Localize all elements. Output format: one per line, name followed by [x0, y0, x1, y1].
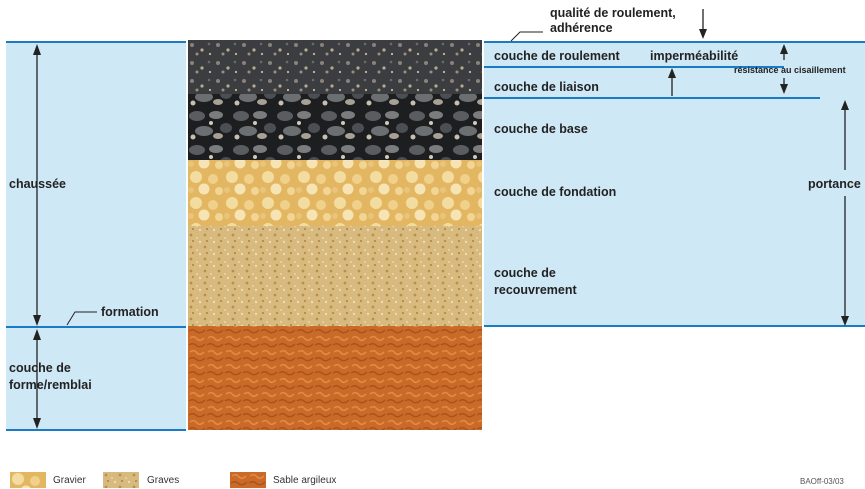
formation-pointer: [66, 311, 97, 326]
qualite-arrow: [699, 9, 707, 39]
left-panel: [6, 42, 186, 430]
couche-forme-arrow: [33, 329, 41, 429]
label-couche-liaison: couche de liaison: [494, 80, 599, 94]
legend-label-sable: Sable argileux: [273, 475, 337, 486]
legend-label-graves: Graves: [147, 475, 180, 486]
left-formation-line: [6, 326, 186, 328]
label-couche-forme: couche de forme/remblai: [9, 361, 92, 392]
liaison-line: [484, 97, 820, 99]
label-portance: portance: [808, 177, 861, 191]
left-bottom-line: [6, 429, 186, 431]
label-couche-base: couche de base: [494, 122, 588, 136]
legend-swatch-graves: [103, 472, 139, 488]
legend-label-gravier: Gravier: [53, 475, 86, 486]
portance-arrow: [841, 100, 849, 326]
label-qualite: qualité de roulement, adhérence: [550, 6, 676, 35]
roulement-line: [484, 66, 784, 68]
left-top-line: [6, 41, 186, 43]
label-couche-recouvrement: couche de recouvrement: [494, 266, 577, 297]
right-bottom-line: [484, 325, 865, 327]
label-couche-roulement: couche de roulement: [494, 49, 620, 63]
right-top-line: [484, 41, 865, 43]
label-couche-fondation: couche de fondation: [494, 185, 617, 199]
label-impermeabilite: imperméabilité: [650, 49, 739, 63]
road-cross-section: [188, 40, 482, 430]
label-formation: formation: [101, 305, 159, 319]
liaison-arrow: [668, 68, 676, 96]
legend-swatch-sable: [230, 472, 266, 488]
right-panel: [484, 42, 865, 326]
credit-text: BAOff-03/03: [800, 477, 844, 486]
legend-swatch-gravier: [10, 472, 46, 488]
impermeabilite-arrow: [780, 44, 788, 94]
label-chaussee: chaussée: [9, 177, 66, 191]
chaussee-arrow: [33, 44, 41, 326]
label-resistance: résistance au cisaillement: [734, 65, 846, 75]
qualite-pointer: [510, 31, 543, 42]
